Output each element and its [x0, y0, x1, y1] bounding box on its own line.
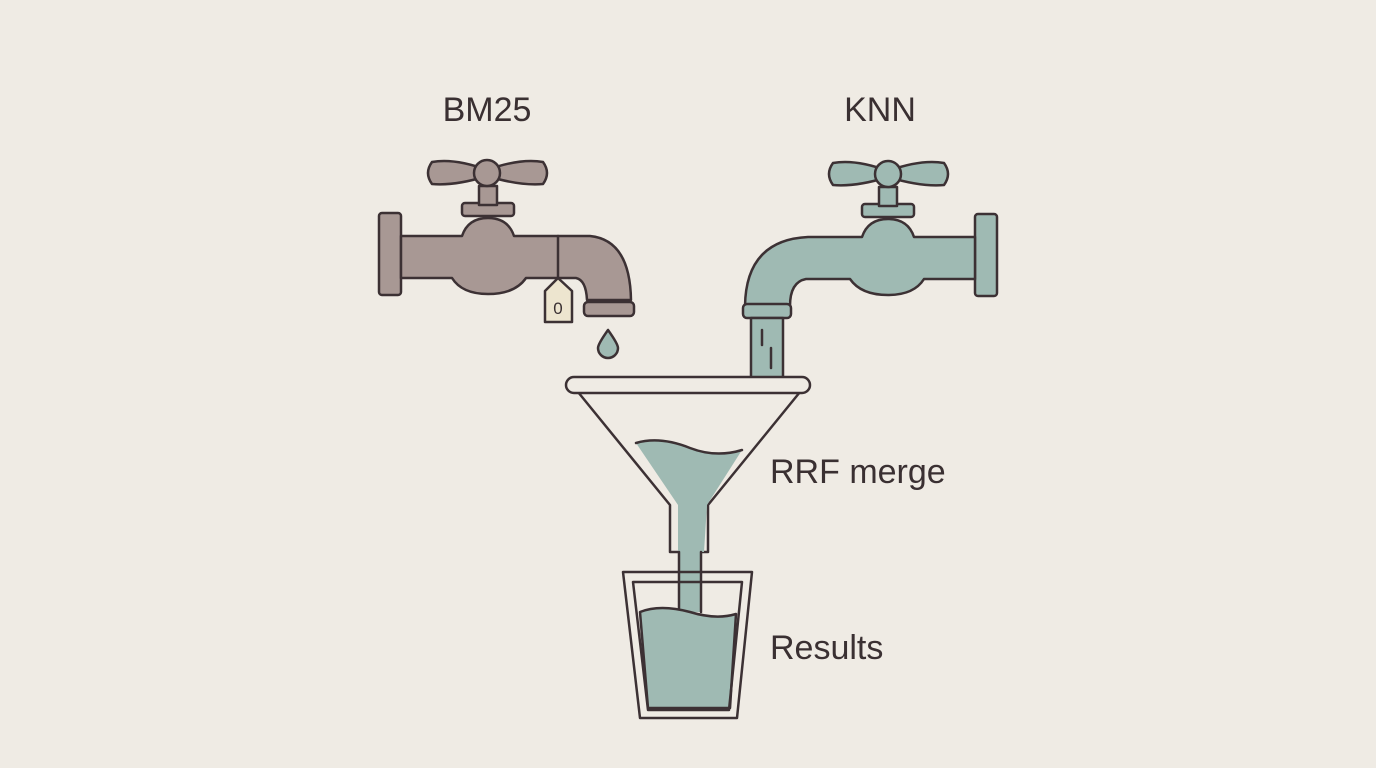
zero-tag-icon: 0: [543, 276, 574, 324]
tag-label: 0: [553, 299, 562, 318]
glass-icon: [621, 550, 754, 720]
knn-faucet-icon: [741, 159, 999, 320]
rrf-merge-label: RRF merge: [770, 453, 946, 491]
water-drop-icon: [596, 328, 620, 360]
knn-label: KNN: [844, 91, 916, 129]
results-label: Results: [770, 629, 883, 667]
bm25-faucet-icon: [377, 158, 636, 318]
bm25-label: BM25: [443, 91, 532, 129]
water-stream-right: [749, 316, 785, 382]
funnel-icon: [564, 375, 812, 554]
